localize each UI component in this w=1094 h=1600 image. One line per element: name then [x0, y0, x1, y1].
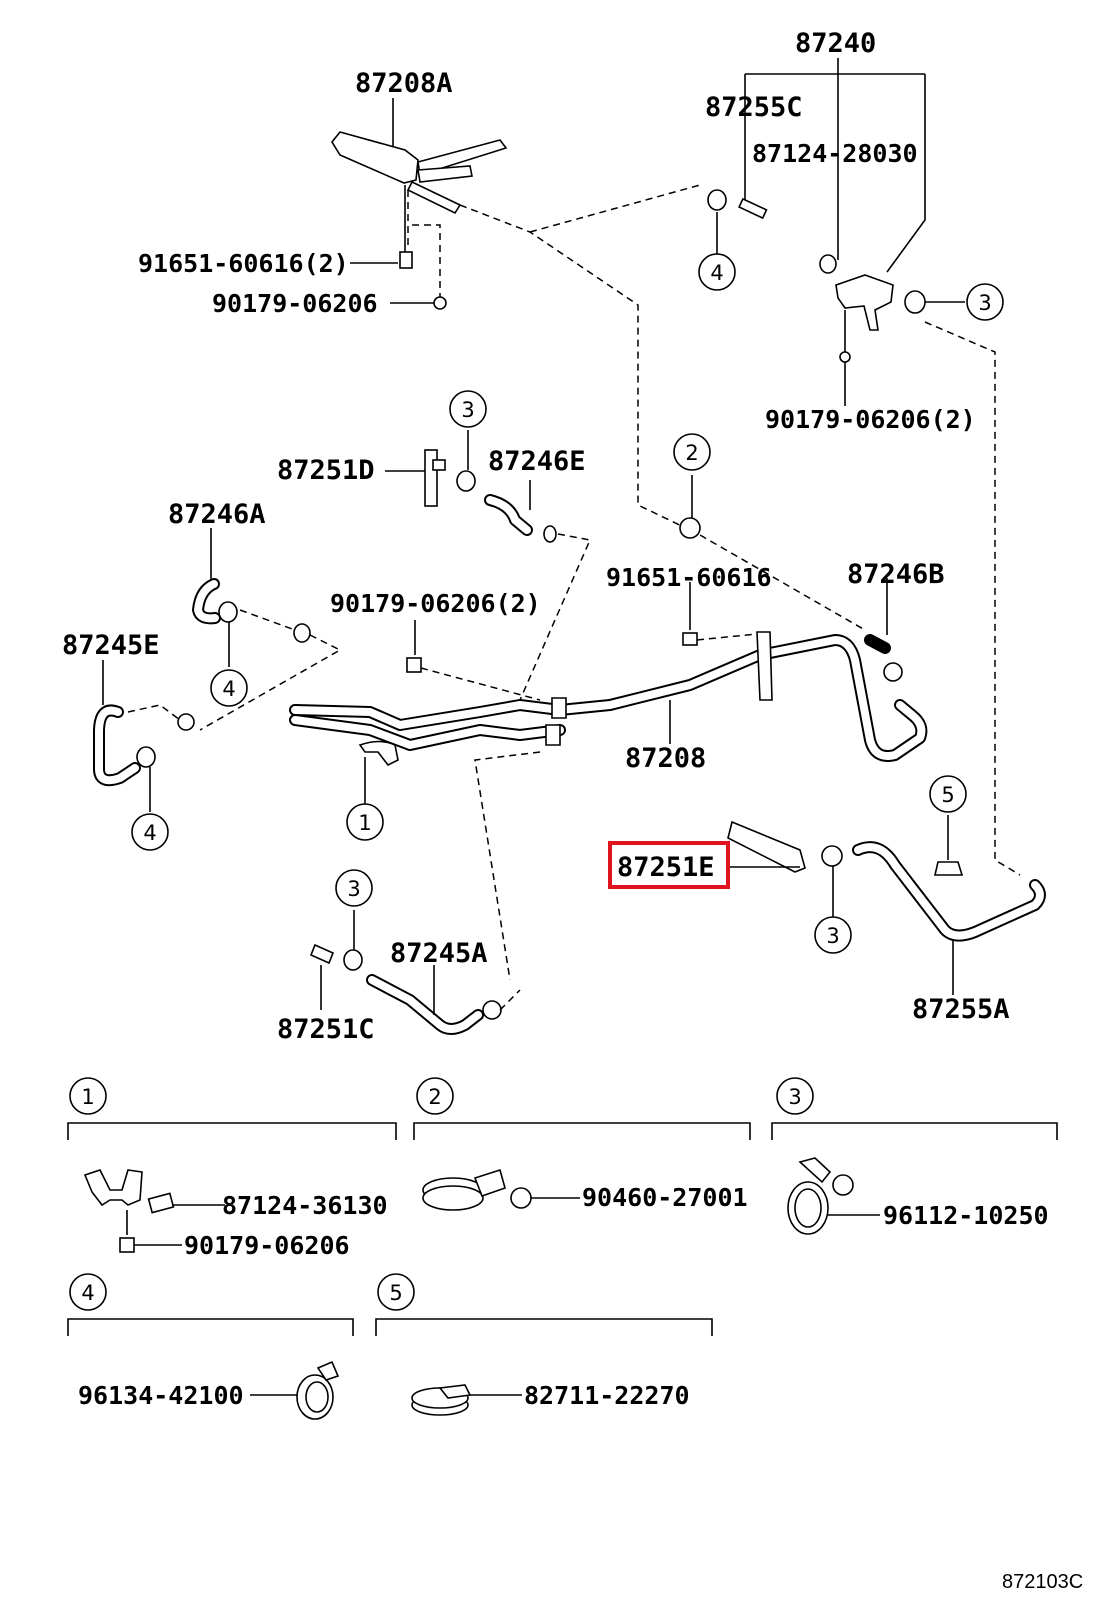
label-87251D[interactable]: 87251D [277, 455, 375, 486]
tube-assembly-87208A [331, 98, 701, 531]
legend-5-part-1[interactable]: 82711-22270 [524, 1381, 690, 1410]
label-87124-28030[interactable]: 87124-28030 [752, 139, 918, 168]
mid-components [93, 430, 903, 812]
label-91651-60616-2[interactable]: 91651-60616(2) [138, 249, 349, 278]
callout-4-left: 4 [222, 677, 235, 701]
callout-1-mid: 1 [358, 811, 371, 835]
label-87246E[interactable]: 87246E [488, 446, 586, 477]
label-87245A[interactable]: 87245A [390, 938, 488, 969]
legend-1-part-1[interactable]: 87124-36130 [222, 1191, 388, 1220]
callout-3-mid: 3 [461, 398, 474, 422]
label-87255A[interactable]: 87255A [912, 994, 1010, 1025]
callout-4-bottom-left: 4 [143, 821, 156, 845]
legend-3-num: 3 [788, 1085, 801, 1109]
legend-4-part-1[interactable]: 96134-42100 [78, 1381, 244, 1410]
callout-2-mid: 2 [685, 441, 698, 465]
callout-3-lower: 3 [347, 877, 360, 901]
callout-4-top: 4 [710, 261, 723, 285]
legend-5-num: 5 [389, 1281, 402, 1305]
callout-5-mid: 5 [941, 783, 954, 807]
part-labels: 87240 87255C 87124-28030 87208A 91651-60… [62, 28, 1010, 1045]
legend-3-part-1[interactable]: 96112-10250 [883, 1201, 1049, 1230]
lower-components [309, 815, 1046, 1035]
label-87208[interactable]: 87208 [625, 743, 706, 774]
legend-2-part-1[interactable]: 90460-27001 [582, 1183, 748, 1212]
callout-circles: 4 3 3 2 4 4 1 5 3 3 [131, 253, 1004, 954]
label-87251E[interactable]: 87251E [617, 852, 715, 883]
label-87240[interactable]: 87240 [795, 28, 876, 59]
label-90179-06206-2-mid[interactable]: 90179-06206(2) [330, 589, 541, 618]
callout-3-low: 3 [826, 924, 839, 948]
legend-group-1: 1 87124-36130 90179-06206 [67, 1077, 397, 1260]
label-87246B[interactable]: 87246B [847, 559, 945, 590]
main-tube-87208 [289, 631, 928, 981]
legend-group-3: 3 96112-10250 [771, 1077, 1058, 1235]
label-90179-06206[interactable]: 90179-06206 [212, 289, 378, 318]
label-87251C[interactable]: 87251C [277, 1014, 375, 1045]
valve-assembly-87240 [707, 58, 1021, 876]
label-87208A[interactable]: 87208A [355, 68, 453, 99]
callout-3-top: 3 [978, 291, 991, 315]
diagram-code: 872103C [1002, 1571, 1083, 1593]
legend-1-part-2[interactable]: 90179-06206 [184, 1231, 350, 1260]
legend-2-num: 2 [428, 1085, 441, 1109]
legend-group-4: 4 96134-42100 [67, 1273, 354, 1420]
label-90179-06206-2-top[interactable]: 90179-06206(2) [765, 405, 976, 434]
highlight-box [608, 841, 730, 889]
legend-1-num: 1 [81, 1085, 94, 1109]
label-87255C[interactable]: 87255C [705, 92, 803, 123]
legend-group-5: 5 82711-22270 [375, 1273, 713, 1416]
label-87246A[interactable]: 87246A [168, 499, 266, 530]
legend-4-num: 4 [81, 1281, 94, 1305]
label-87245E[interactable]: 87245E [62, 630, 160, 661]
legend-group-2: 2 90460-27001 [413, 1077, 751, 1212]
label-91651-60616[interactable]: 91651-60616 [606, 563, 772, 592]
